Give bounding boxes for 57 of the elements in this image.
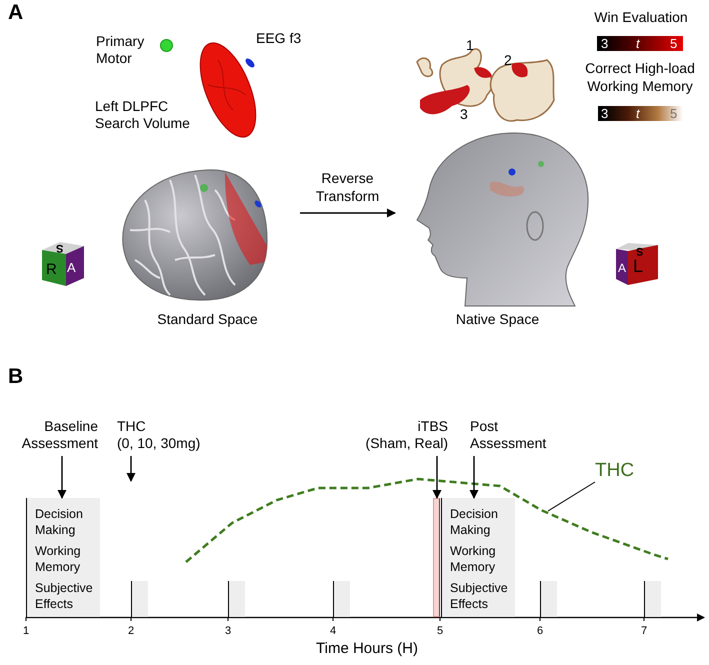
tick-label: 3: [224, 624, 232, 639]
colorbar-label: 5: [670, 35, 678, 52]
arrow: [470, 456, 478, 499]
task-label: Working Memory: [35, 543, 82, 575]
assessment-block: [540, 581, 557, 617]
assessment-block: [228, 581, 245, 617]
axis-title: Time Hours (H): [315, 640, 419, 657]
arrow: [126, 456, 136, 482]
space-caption: Native Space: [454, 310, 540, 329]
colorbar-label: 3: [601, 105, 608, 122]
legend-title: Correct High-load Working Memory: [584, 59, 696, 95]
task-label: Working Memory: [450, 543, 497, 575]
cube-letter: S: [56, 241, 64, 256]
cluster-number: 1: [466, 37, 474, 54]
colorbar-label: t: [636, 35, 640, 52]
panel-label: B: [8, 368, 24, 385]
task-label: Decision Making: [450, 506, 499, 538]
colorbar-label: t: [636, 105, 640, 122]
tick-label: 5: [436, 624, 444, 639]
cluster-number: 2: [504, 52, 512, 69]
cube-letter: A: [618, 260, 626, 277]
tick-label: 7: [640, 624, 648, 639]
stimulation-bar: [433, 498, 440, 617]
colorbar-label: 3: [601, 35, 608, 52]
leader-line: [548, 482, 596, 512]
space-caption: Standard Space: [156, 310, 259, 329]
cube-letter: A: [67, 259, 76, 276]
tick-label: 4: [328, 624, 338, 639]
arrow: [58, 456, 66, 499]
event-label: Post Assessment: [470, 418, 570, 454]
region-label: Primary Motor: [96, 33, 144, 67]
panel-label: A: [8, 4, 24, 21]
cube-letter: R: [46, 261, 57, 278]
assessment-block: [644, 581, 661, 617]
task-label: Subjective Effects: [450, 580, 509, 612]
tick-label: 6: [536, 624, 544, 639]
event-label: iTBS (Sham, Real): [344, 418, 448, 454]
cube-letter: S: [636, 244, 644, 259]
tick-label: 2: [126, 624, 136, 639]
cluster-number: 3: [460, 106, 468, 123]
event-label: THC (0, 10, 30mg): [117, 418, 227, 454]
task-label: Decision Making: [35, 506, 84, 538]
legend-title: Win Evaluation: [593, 8, 689, 26]
assessment-block: [26, 498, 100, 617]
assessment-block: [441, 498, 515, 617]
arrow: [432, 456, 442, 499]
arrow: [300, 208, 396, 218]
region-label: Left DLPFC Search Volume: [95, 98, 190, 132]
curve-label: THC: [595, 460, 635, 484]
region-label: EEG f3: [256, 30, 302, 47]
assessment-block: [131, 581, 148, 617]
assessment-block: [333, 581, 350, 617]
task-label: Subjective Effects: [35, 580, 94, 612]
colorbar-label: 5: [670, 105, 678, 122]
event-label: Baseline Assessment: [2, 418, 98, 454]
cube-letter: L: [633, 258, 644, 275]
tick-label: 1: [22, 624, 30, 639]
